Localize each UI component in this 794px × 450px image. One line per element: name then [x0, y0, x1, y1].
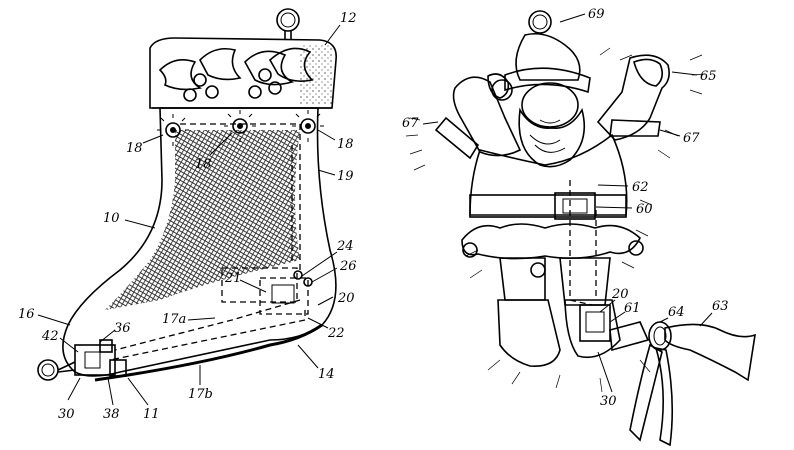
label-38: 38 [103, 407, 120, 422]
santa-left-boot [497, 299, 561, 367]
right-leader-lines [422, 13, 713, 393]
glow-rays [405, 47, 706, 393]
label-18-mid: 18 [195, 157, 212, 172]
label-67-left: 67 [402, 116, 419, 131]
toe-ring [37, 359, 59, 381]
stocking-figure: 12 18 18 18 19 10 21 24 26 20 22 17a 16 … [18, 8, 357, 422]
santa-right-boot [564, 299, 621, 359]
label-17b: 17b [188, 387, 213, 402]
santa-figure: 69 65 67 67 62 60 20 61 64 63 30 [402, 7, 756, 447]
label-30-left: 30 [58, 407, 75, 422]
label-26: 26 [339, 259, 357, 274]
hanging-ring [276, 8, 300, 32]
label-16: 16 [18, 307, 35, 322]
label-69: 69 [588, 7, 605, 22]
belt-buckle [554, 192, 596, 220]
label-12: 12 [340, 11, 357, 26]
label-62: 62 [632, 180, 649, 195]
label-60: 60 [636, 202, 653, 217]
coat-fur-trim [461, 223, 641, 260]
label-11: 11 [143, 407, 160, 422]
label-14: 14 [318, 367, 335, 382]
stocking-cuff [149, 37, 337, 109]
label-21: 21 [224, 271, 242, 286]
santa-right-arm [596, 54, 670, 141]
label-67-right: 67 [683, 131, 700, 146]
label-19: 19 [337, 169, 354, 184]
label-24: 24 [336, 239, 354, 254]
label-20: 20 [337, 291, 355, 306]
star-lights [157, 110, 324, 146]
label-63: 63 [712, 299, 729, 314]
label-42: 42 [41, 329, 59, 344]
santa-beard [518, 107, 586, 168]
label-22: 22 [327, 326, 345, 341]
label-17a: 17a [162, 312, 186, 327]
label-61: 61 [624, 301, 641, 316]
santa-left-leg [499, 257, 546, 301]
label-30-right: 30 [600, 394, 617, 409]
label-18-right: 18 [337, 137, 354, 152]
toe-switch-unit [37, 339, 127, 381]
holly-decoration [158, 47, 314, 102]
label-18-left: 18 [126, 141, 143, 156]
label-10: 10 [103, 211, 120, 226]
label-36: 36 [114, 321, 131, 336]
leader-lines [37, 24, 341, 406]
label-20-right: 20 [611, 287, 629, 302]
santa-hat [515, 32, 581, 81]
ribbon [664, 323, 756, 382]
santa-torso [469, 133, 628, 216]
santa-right-leg [559, 257, 611, 306]
circuit-box [259, 277, 309, 315]
santa-belt [469, 194, 627, 218]
label-65: 65 [700, 69, 717, 84]
santa-hanging-ring [528, 10, 552, 34]
label-64: 64 [668, 305, 685, 320]
santa-face [521, 82, 579, 128]
